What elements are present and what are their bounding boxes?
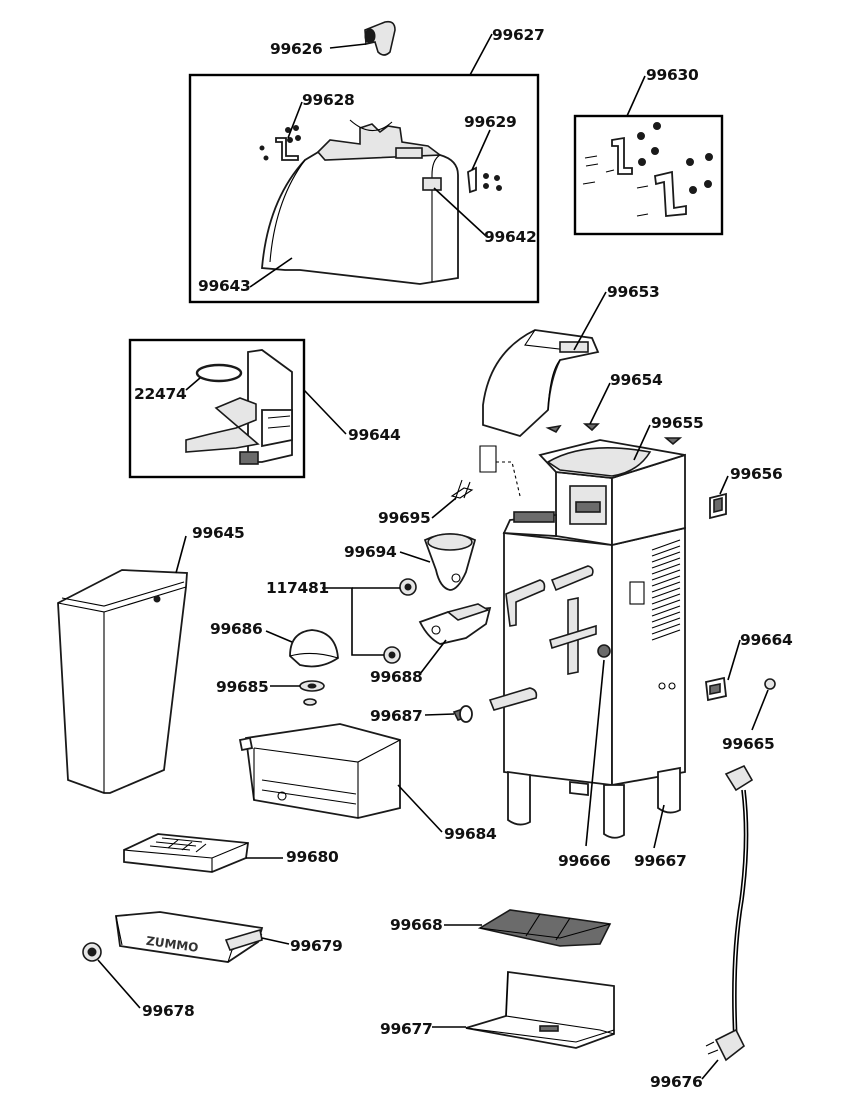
label-99626: 99626	[270, 40, 322, 58]
part-99687-pin	[452, 705, 473, 723]
label-99628: 99628	[302, 91, 354, 109]
label-99695: 99695	[378, 509, 430, 527]
label-117481: 117481	[266, 579, 329, 597]
part-99656-switch	[709, 492, 727, 520]
part-99630-hardware	[582, 122, 713, 217]
part-99680-tray	[123, 833, 250, 873]
part-99653-lid	[482, 329, 600, 438]
label-99654: 99654	[610, 371, 663, 389]
label-99644: 99644	[348, 426, 401, 444]
label-99665: 99665	[722, 735, 774, 753]
label-99642: 99642	[484, 228, 536, 246]
label-99664: 99664	[740, 631, 793, 649]
part-99695-sensor	[450, 445, 521, 501]
label-99677: 99677	[380, 1020, 432, 1038]
part-99654-screws	[545, 423, 683, 446]
part-117481-washer-lower	[383, 646, 401, 664]
label-99643: 99643	[198, 277, 250, 295]
part-22474-oring	[195, 363, 243, 383]
label-99667: 99667	[634, 852, 686, 870]
label-99679: 99679	[290, 937, 342, 955]
part-99685-seal	[299, 680, 325, 706]
box-99644-group	[128, 338, 306, 479]
label-99629: 99629	[464, 113, 516, 131]
label-22474: 22474	[134, 385, 187, 403]
label-99656: 99656	[730, 465, 782, 483]
part-99664-block	[705, 676, 727, 702]
part-labels: 99626 99627 99628 99629 99630 99642 9964…	[134, 26, 793, 1091]
label-99687: 99687	[370, 707, 422, 725]
box-99627-group	[188, 73, 540, 304]
part-machine-body	[488, 439, 686, 839]
label-99676: 99676	[650, 1073, 702, 1091]
part-117481-washer-upper	[399, 578, 417, 596]
part-99645-bin	[57, 569, 188, 794]
label-99678: 99678	[142, 1002, 194, 1020]
label-99645: 99645	[192, 524, 244, 542]
box-99630-group	[573, 114, 724, 236]
part-99644-support	[185, 349, 293, 465]
part-99665-plug	[764, 678, 776, 690]
label-99685: 99685	[216, 678, 268, 696]
part-99686-dome	[289, 629, 339, 668]
part-99668-grid	[477, 909, 612, 947]
label-99630: 99630	[646, 66, 699, 84]
part-99694-cup	[423, 533, 477, 591]
label-99666: 99666	[558, 852, 610, 870]
label-99686: 99686	[210, 620, 262, 638]
leader-lines	[97, 33, 769, 1080]
part-99628-bracket	[259, 125, 301, 161]
part-99679-tray: ZUMMO	[114, 911, 264, 963]
label-99680: 99680	[286, 848, 339, 866]
part-99629-bracket	[467, 166, 502, 194]
part-99678-foot	[82, 942, 102, 962]
label-99653: 99653	[607, 283, 659, 301]
part-99677-tray	[465, 970, 615, 1049]
part-99688-holder	[418, 603, 492, 645]
part-99626-knob	[364, 20, 396, 56]
part-99676-cord	[705, 764, 754, 1062]
part-99643-cover	[261, 119, 459, 285]
label-99688: 99688	[370, 668, 422, 686]
part-99684-frame	[238, 723, 401, 819]
label-99655: 99655	[651, 414, 703, 432]
label-99684: 99684	[444, 825, 497, 843]
label-99627: 99627	[492, 26, 544, 44]
label-99694: 99694	[344, 543, 397, 561]
label-99668: 99668	[390, 916, 442, 934]
